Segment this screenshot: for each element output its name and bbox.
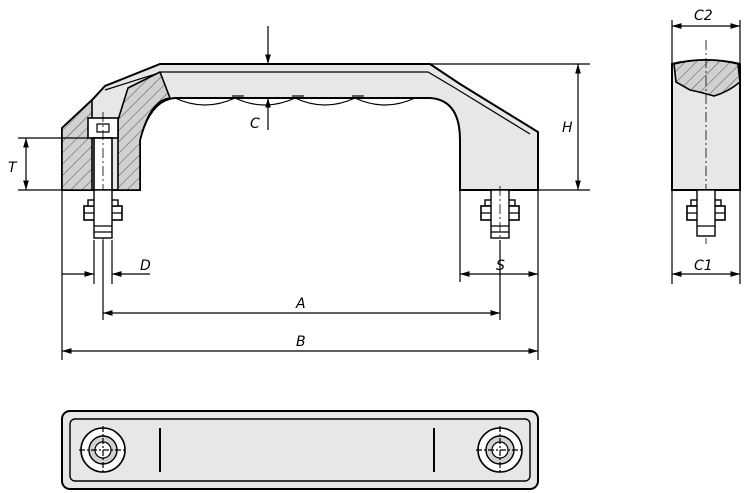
bar-bevel-line: [104, 71, 531, 135]
top-inner: [69, 418, 531, 482]
dim-label-C2: C2: [694, 8, 713, 24]
dim-label-C: C: [250, 116, 260, 132]
side-view: C2 C1: [671, 8, 741, 284]
socket-icon: [96, 123, 110, 133]
dim-label-D: D: [140, 258, 151, 274]
screw-shank-section: [93, 137, 113, 191]
side-thread: [696, 189, 716, 237]
left-section-hatch: [61, 98, 93, 191]
dim-label-A: A: [295, 296, 306, 312]
left-thread: [93, 189, 113, 239]
left-section-hatch-2: [117, 70, 172, 191]
dim-label-C1: C1: [694, 258, 713, 274]
top-outer: [61, 410, 539, 490]
front-view: D S A B T H C: [8, 26, 590, 360]
side-section-top: [673, 59, 741, 97]
dim-label-H: H: [562, 120, 573, 136]
dim-label-T: T: [8, 160, 18, 176]
dim-label-B: B: [296, 334, 306, 350]
finger-grip-wave: [174, 97, 416, 106]
dim-label-S: S: [496, 258, 505, 274]
top-view: [61, 410, 539, 490]
